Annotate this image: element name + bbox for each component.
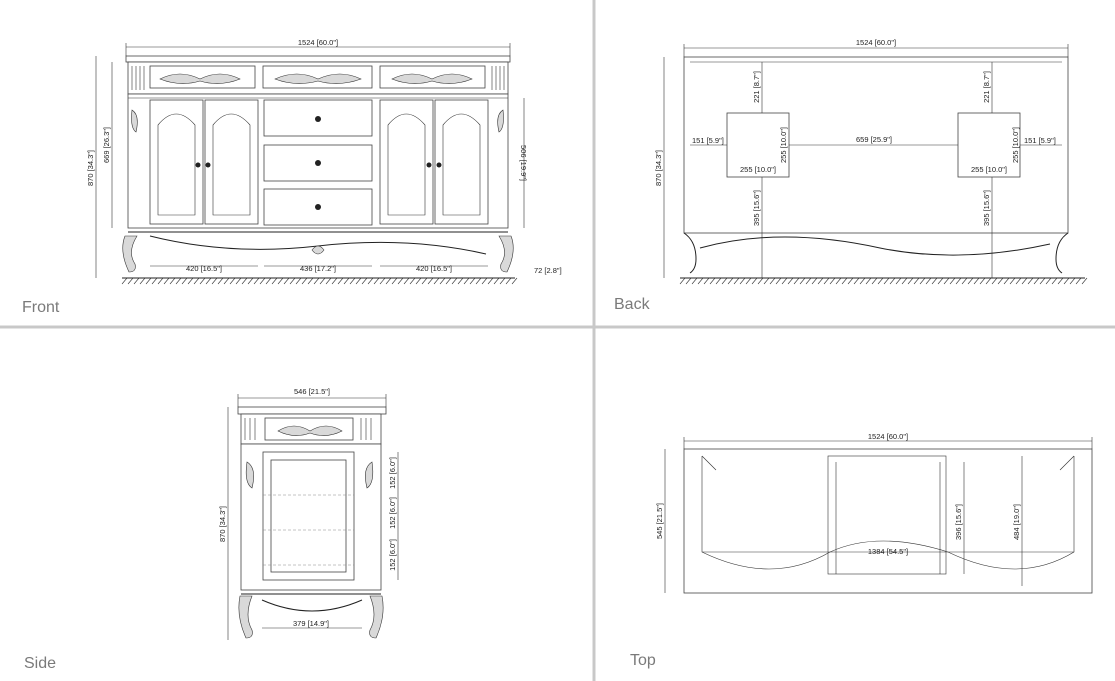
door-knob (195, 162, 201, 168)
side-inner-dim: 379 [14.9"] (293, 619, 329, 628)
door-knob (436, 162, 442, 168)
side-view: 546 [21.5"] 870 [34.3"] 152 [6.0"] 152 [… (218, 387, 399, 640)
corbel-carving (365, 461, 374, 489)
side-height-dim: 870 [34.3"] (218, 506, 227, 542)
back-cut-w-left-dim: 255 [10.0"] (740, 165, 776, 174)
top-depth-dim: 545 [21.5"] (655, 503, 664, 539)
door-knob (426, 162, 432, 168)
front-width-dim: 1524 [60.0"] (298, 38, 338, 47)
top-side-depth-dim: 484 [19.0"] (1012, 504, 1021, 540)
carving-ornament (277, 425, 343, 436)
carving-ornament (159, 73, 241, 84)
top-view: 1524 [60.0"] 545 [21.5"] 1384 [54.5"] 39… (655, 432, 1093, 594)
back-cut-h-left-dim: 255 [10.0"] (779, 127, 788, 163)
top-center-depth-dim: 396 [15.6"] (954, 504, 963, 540)
cabriole-leg (122, 235, 138, 273)
back-top-left-dim: 221 [8.7"] (752, 71, 761, 103)
front-view: 1524 [60.0"] 870 [34.3"] 669 [26.3"] 506… (86, 38, 562, 285)
center-ornament (311, 245, 325, 255)
carving-ornament (274, 73, 362, 84)
back-between-dim: 659 [25.9"] (856, 135, 892, 144)
front-height-dim: 870 [34.3"] (86, 150, 95, 186)
back-cut-w-right-dim: 255 [10.0"] (971, 165, 1007, 174)
top-inner-width-dim: 1384 [54.5"] (868, 547, 908, 556)
back-bottom-right-dim: 395 [15.6"] (982, 190, 991, 226)
plumbing-cutout (957, 112, 1021, 178)
back-cut-h-right-dim: 255 [10.0"] (1011, 127, 1020, 163)
front-left-opening-dim: 420 [16.5"] (186, 264, 222, 273)
back-height-dim: 870 [34.3"] (654, 150, 663, 186)
cabriole-leg (498, 235, 514, 273)
back-bottom-left-dim: 395 [15.6"] (752, 190, 761, 226)
front-right-opening-dim: 420 [16.5"] (416, 264, 452, 273)
front-door-height-dim: 506 [19.9"] (519, 145, 528, 181)
door-knob (205, 162, 211, 168)
drawer-knob (315, 160, 321, 166)
top-view-label: Top (630, 652, 656, 669)
side-shelf2-dim: 152 [6.0"] (388, 497, 397, 529)
back-side-right-dim: 151 [5.9"] (1024, 136, 1056, 145)
carving-ornament (391, 73, 473, 84)
top-width-dim: 1524 [60.0"] (868, 432, 908, 441)
cabriole-leg (238, 595, 253, 639)
drawer-knob (315, 204, 321, 210)
back-side-left-dim: 151 [5.9"] (692, 136, 724, 145)
side-shelf1-dim: 152 [6.0"] (388, 457, 397, 489)
side-depth-dim: 546 [21.5"] (294, 387, 330, 396)
drawer-knob (315, 116, 321, 122)
front-body-height-dim: 669 [26.3"] (102, 127, 111, 163)
back-view: 1524 [60.0"] 870 [34.3"] 221 [8.7"] 221 … (654, 38, 1088, 285)
cabriole-leg (369, 595, 384, 639)
front-center-opening-dim: 436 [17.2"] (300, 264, 336, 273)
corbel-carving (131, 109, 138, 133)
plumbing-cutout (726, 112, 790, 178)
back-width-dim: 1524 [60.0"] (856, 38, 896, 47)
corbel-carving (245, 461, 254, 489)
back-view-label: Back (614, 296, 651, 313)
front-view-label: Front (22, 299, 60, 316)
corbel-carving (497, 109, 504, 133)
back-top-right-dim: 221 [8.7"] (982, 71, 991, 103)
side-view-label: Side (24, 655, 56, 672)
side-shelf3-dim: 152 [6.0"] (388, 539, 397, 571)
front-leg-dim: 72 [2.8"] (534, 266, 562, 275)
